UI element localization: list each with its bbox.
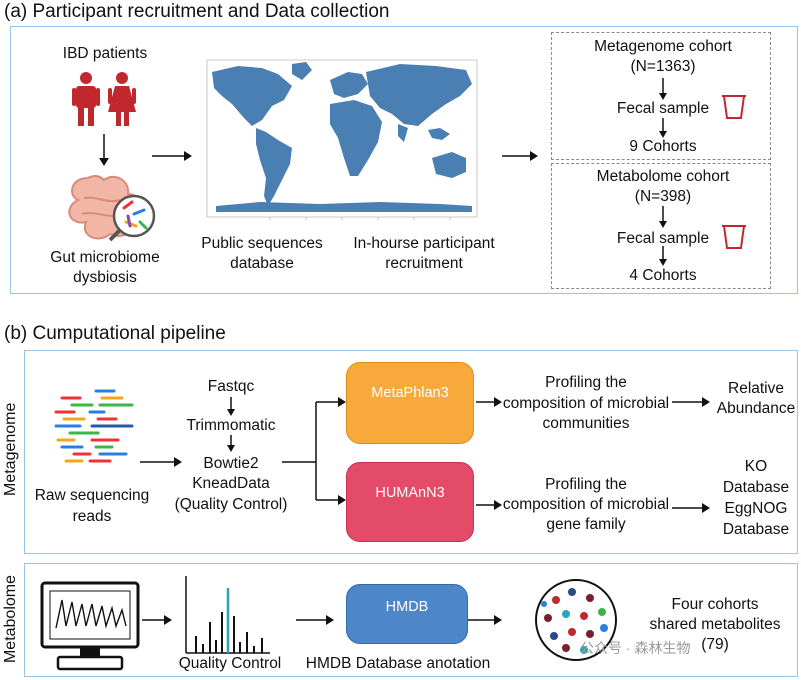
hmdb-label: HMDB [385,599,429,615]
eggnog-label-1: EggNOG [724,500,788,517]
metabolite-circle-icon [535,579,617,661]
step-bowtie2: Bowtie2 [203,455,259,472]
dysbiosis-label-1: Gut microbiome [50,249,160,266]
profile-gene-2: composition of microbial [502,496,670,513]
ko-label-2: Database [722,479,790,496]
watermark-text: 公众号 · 森林生物 [580,640,691,656]
metabolome-fecal-sample: Fecal sample [616,230,710,247]
quality-control-label: Quality Control [178,655,282,672]
metaphlan-label: MetaPhlan3 [371,385,449,401]
metabolome-cohort-count: 4 Cohorts [629,267,697,284]
hmdb-box: HMDB [346,584,468,644]
metagenome-cohort-n: (N=1363) [630,58,696,75]
relative-abundance-1: Relative [728,380,784,397]
humann-label: HUMAnN3 [375,485,445,501]
mass-spectrum-icon [185,576,270,654]
female-person-icon [108,72,136,126]
inhouse-label-1: In-hourse participant [353,235,495,252]
public-db-label-2: database [230,255,294,272]
dysbiosis-label-2: dysbiosis [73,269,137,286]
metabolome-cohort-title: Metabolome cohort [596,168,730,185]
inhouse-label-2: recruitment [385,255,463,272]
step-trimmomatic: Trimmomatic [186,417,276,434]
section-a-title: (a) Participant recruitment and Data col… [4,1,390,22]
world-map [206,59,478,220]
section-b-title: (b) Cumputational pipeline [4,323,226,344]
profile-comp-1: Profiling the [545,374,627,391]
four-cohorts-3: (79) [701,636,729,653]
monitor-icon [40,581,140,671]
step-kneaddata: KneadData [192,475,270,492]
ko-label-1: KO [744,458,768,475]
metagenome-cohort-title: Metagenome cohort [594,38,732,55]
ibd-patients-label: IBD patients [62,45,148,62]
profile-comp-3: communities [542,415,630,432]
eggnog-label-2: Database [722,521,790,538]
raw-reads-label-1: Raw sequencing [34,487,150,504]
four-cohorts-1: Four cohorts [671,596,759,613]
humann-box: HUMAnN3 [346,462,474,542]
raw-reads-label-2: reads [72,508,112,525]
profile-gene-3: gene family [546,516,626,533]
step-quality-control: (Quality Control) [174,496,288,513]
profile-gene-1: Profiling the [545,476,627,493]
fecal-cup-icon [722,225,746,249]
public-db-label-1: Public sequences [201,235,323,252]
metabolome-cohort-n: (N=398) [634,188,692,205]
profile-comp-2: composition of microbial [502,395,670,412]
step-fastqc: Fastqc [207,378,255,395]
metaphlan-box: MetaPhlan3 [346,362,474,444]
relative-abundance-2: Abundance [716,400,796,417]
metabolome-cohort-box [551,163,771,289]
fecal-cup-icon [722,95,746,119]
microbiome-magnifier-icon [108,194,156,242]
metagenome-fecal-sample: Fecal sample [616,100,710,117]
metagenome-cohort-box [551,32,771,160]
four-cohorts-2: shared metabolites [649,616,781,633]
sequencing-reads-icon [54,389,134,463]
metagenome-cohort-count: 9 Cohorts [629,138,697,155]
hmdb-annotation-label: HMDB Database anotation [305,655,491,672]
male-person-icon [72,72,100,126]
